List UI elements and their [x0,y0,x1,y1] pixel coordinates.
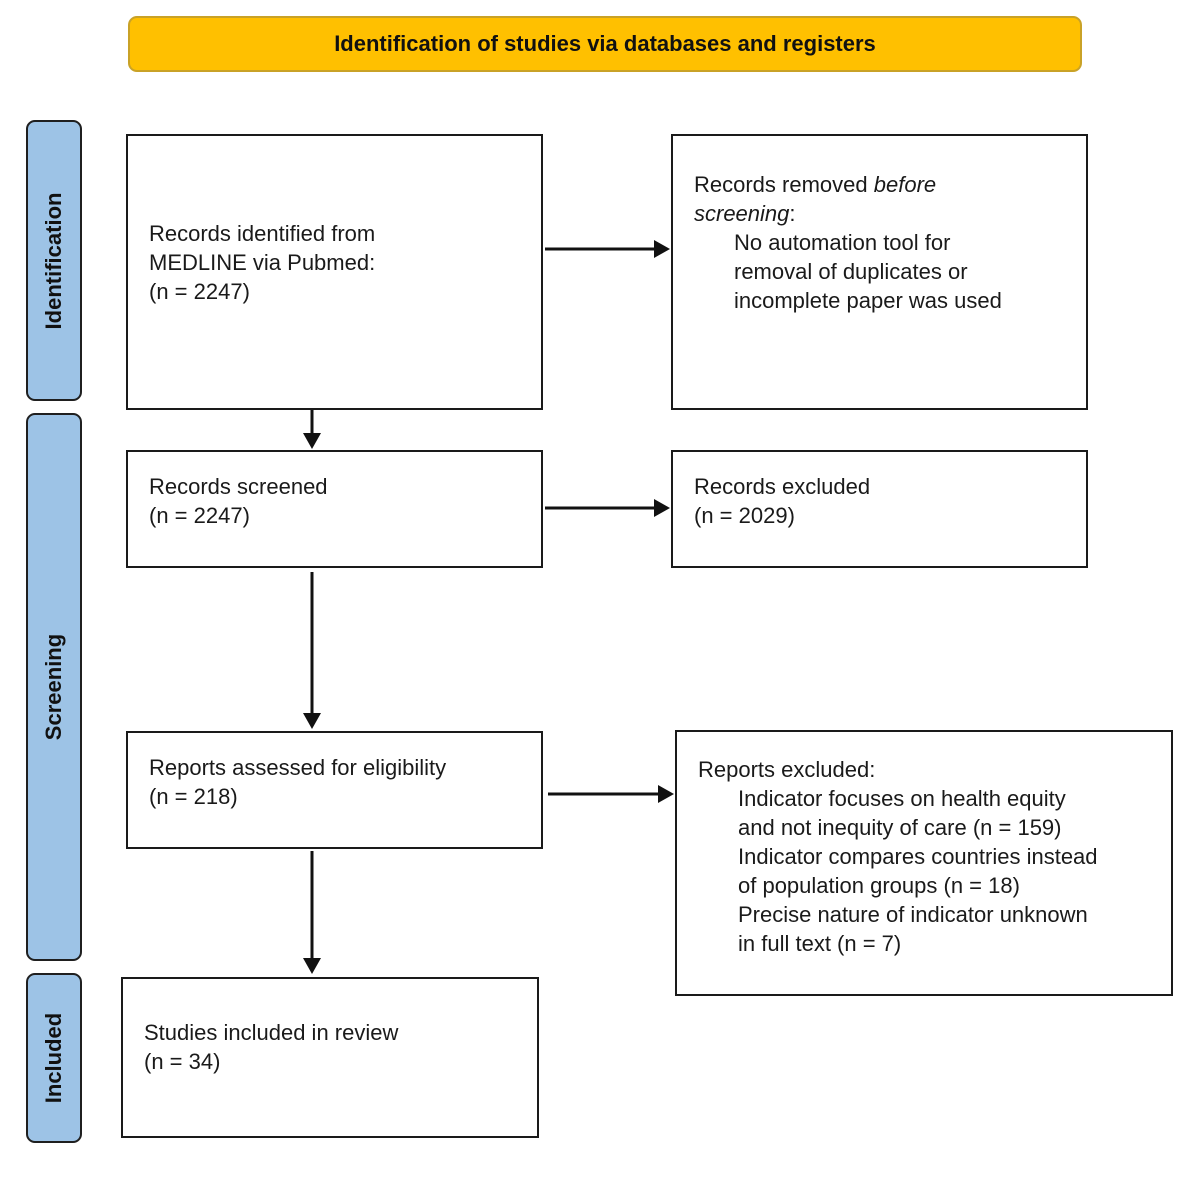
records-excluded-count: (n = 2029) [694,503,795,528]
box-studies-included: Studies included in review (n = 34) [121,977,539,1138]
records-removed-item: removal of duplicates or [734,258,968,284]
studies-included-label: Studies included in review [144,1019,399,1045]
box-reports-excluded: Reports excluded: Indicator focuses on h… [675,730,1173,996]
reports-excluded-item: Indicator compares countries instead [738,843,1098,869]
reports-excluded-item: Precise nature of indicator unknown [738,901,1088,927]
box-records-excluded: Records excluded (n = 2029) [671,450,1088,568]
reports-excluded-item: of population groups (n = 18) [738,872,1020,898]
records-removed-item: incomplete paper was used [734,287,1002,313]
arrow-assessed-to-reports-excluded-head [658,785,674,803]
records-removed-item: No automation tool for [734,229,951,255]
records-removed-prefix: Records removed [694,171,874,197]
records-removed-italic1: before [873,171,937,197]
reports-assessed-count: (n = 218) [149,784,238,809]
arrow-screened-to-excluded-head [654,499,670,517]
records-screened-label: Records screened [149,474,328,499]
records-removed-heading-2: screening: [694,199,1072,228]
stage-included: Included [26,973,82,1143]
reports-excluded-item: Indicator focuses on health equity [738,785,1066,811]
reports-excluded-item: in full text (n = 7) [738,930,902,956]
reports-excluded-item: and not inequity of care (n = 159) [738,814,1062,840]
records-removed-suffix: : [789,200,796,226]
records-identified-count: (n = 2247) [149,278,250,304]
box-reports-assessed: Reports assessed for eligibility (n = 21… [126,731,543,849]
box-records-removed: Records removed before screening: No aut… [671,134,1088,410]
records-screened-count: (n = 2247) [149,503,250,528]
reports-assessed-label: Reports assessed for eligibility [149,755,447,780]
records-removed-heading: Records removed before [694,170,1072,199]
records-identified-line2: MEDLINE via Pubmed: [149,249,376,275]
reports-excluded-heading: Reports excluded: [698,756,876,782]
records-identified-line1: Records identified from [149,220,376,246]
box-records-identified: Records identified from MEDLINE via Pubm… [126,134,543,410]
records-removed-italic2: screening [694,200,790,226]
stage-identification: Identification [26,120,82,401]
header-title: Identification of studies via databases … [334,31,876,56]
records-excluded-label: Records excluded [694,474,871,499]
arrow-identified-to-removed-head [654,240,670,258]
header-banner: Identification of studies via databases … [128,16,1082,72]
arrow-screened-to-assessed-head [303,713,321,729]
arrow-assessed-to-included-head [303,958,321,974]
box-records-screened: Records screened (n = 2247) [126,450,543,568]
arrow-identified-to-screened-head [303,433,321,449]
stage-screening: Screening [26,413,82,961]
studies-included-count: (n = 34) [144,1048,221,1074]
